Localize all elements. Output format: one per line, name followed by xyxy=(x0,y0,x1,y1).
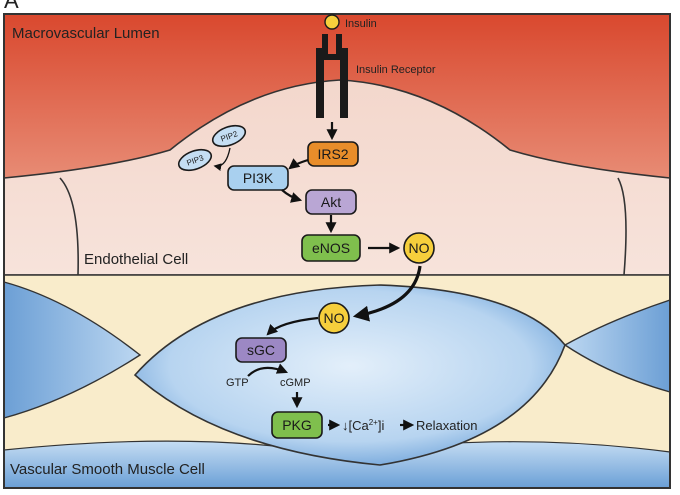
endothelial-border-left xyxy=(59,177,79,276)
relaxation-label: Relaxation xyxy=(416,418,477,433)
pip3-node: PIP3 xyxy=(177,148,213,172)
no-vsmc-node: NO xyxy=(318,302,350,334)
pi3k-label: PI3K xyxy=(243,170,274,186)
cgmp-label: cGMP xyxy=(280,377,311,389)
no-vsmc-label: NO xyxy=(324,310,345,326)
insulin-molecule-icon xyxy=(324,14,340,30)
sgc-node: sGC xyxy=(235,337,287,363)
arrow-pi3k-to-akt xyxy=(281,189,303,203)
panel-letter: A xyxy=(4,0,19,13)
lumen-label: Macrovascular Lumen xyxy=(12,25,160,42)
irs2-node: IRS2 xyxy=(307,141,359,167)
endothelial-border-right xyxy=(617,177,627,276)
arrow-no-to-sgc xyxy=(266,316,319,336)
vsmc-center xyxy=(133,284,566,466)
no-endothelial-node: NO xyxy=(403,232,435,264)
insulin-label: Insulin xyxy=(345,18,377,30)
endothelial-label: Endothelial Cell xyxy=(84,251,188,268)
enos-node: eNOS xyxy=(301,234,361,262)
arrow-no-diffusion xyxy=(352,265,422,322)
sgc-label: sGC xyxy=(247,342,275,358)
akt-label: Akt xyxy=(321,194,341,210)
no-endothelial-label: NO xyxy=(409,240,430,256)
gtp-label: GTP xyxy=(226,377,249,389)
arrow-irs2-to-pi3k xyxy=(288,158,309,170)
enos-label: eNOS xyxy=(312,240,350,256)
irs2-label: IRS2 xyxy=(317,146,348,162)
pip2-node: PIP2 xyxy=(211,124,247,148)
calcium-decrease-label: ↓[Ca2+]i xyxy=(342,418,384,433)
pi3k-node: PI3K xyxy=(227,165,289,191)
insulin-receptor-label: Insulin Receptor xyxy=(356,64,436,76)
arrow-pip2-to-pip3 xyxy=(213,147,231,171)
arrow-gtp-to-cgmp xyxy=(247,363,289,377)
vsmc-left xyxy=(3,281,142,419)
pkg-node: PKG xyxy=(271,411,323,439)
pkg-label: PKG xyxy=(282,417,312,433)
diagram-frame xyxy=(3,13,671,489)
insulin-receptor-icon xyxy=(316,34,348,118)
akt-node: Akt xyxy=(305,189,357,215)
vsmc-label: Vascular Smooth Muscle Cell xyxy=(10,461,205,478)
